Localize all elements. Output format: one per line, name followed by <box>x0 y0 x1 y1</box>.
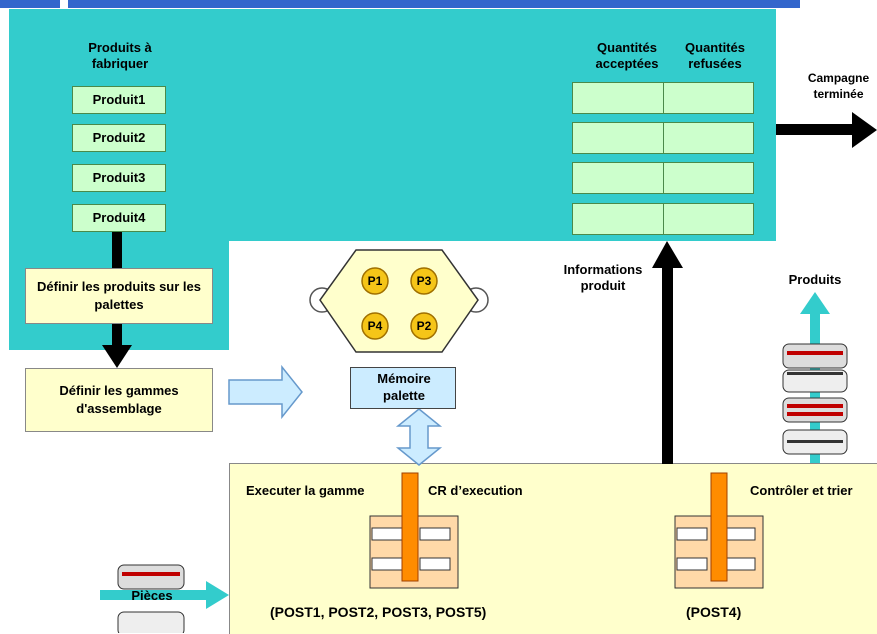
slot-p3-label: P3 <box>416 274 432 288</box>
gammes-to-memoire-arrow <box>228 364 303 420</box>
produit-1: Produit1 <box>72 86 166 114</box>
palette-slot-p3 <box>410 267 438 295</box>
campagne-arrowhead <box>852 112 877 148</box>
execution-zone <box>229 463 877 634</box>
pallet-stack <box>782 343 848 455</box>
definir-produits-label: Définir les produits sur les palettes <box>37 279 201 312</box>
produits-arrowhead <box>800 292 830 314</box>
informations-produit-label: Informations produit <box>563 262 643 293</box>
qty-accepted-3 <box>572 162 664 194</box>
pieces-label: Pièces <box>131 588 173 603</box>
cr-execution-label: CR d’execution <box>428 483 523 498</box>
posts-right-label: (POST4) <box>686 604 742 620</box>
campagne-arrow-shaft <box>776 124 858 135</box>
flow-line-gammes <box>112 324 122 348</box>
flow-arrowhead-gammes <box>102 345 132 368</box>
top-bar <box>0 0 60 8</box>
controler-label: Contrôler et trier <box>750 483 853 498</box>
definir-gammes-label: Définir les gammes d'assemblage <box>59 383 179 416</box>
pieces-arrowhead <box>206 581 229 609</box>
qty-accepted-2 <box>572 122 664 154</box>
pieces-pallets <box>117 564 185 633</box>
memoire-execution-double-arrow <box>395 408 443 466</box>
station-left <box>369 472 459 589</box>
produits-out-label: Produits <box>788 272 842 287</box>
produit-2: Produit2 <box>72 124 166 152</box>
qty-refused-2 <box>663 122 754 154</box>
qty-accepted-1 <box>572 82 664 114</box>
posts-left-label: (POST1, POST2, POST3, POST5) <box>270 604 487 620</box>
qty-refused-1 <box>663 82 754 114</box>
slot-p2-label: P2 <box>416 319 432 333</box>
info-arrowhead <box>652 241 683 268</box>
pieces-arrow-shaft <box>100 590 210 600</box>
slot-p1-label: P1 <box>367 274 383 288</box>
palette-hexagon <box>319 249 479 353</box>
executer-label: Executer la gamme <box>246 483 365 498</box>
definir-gammes-box: Définir les gammes d'assemblage <box>25 368 213 432</box>
info-arrow-shaft <box>662 262 673 464</box>
qty-refused-4 <box>663 203 754 235</box>
slot-p4-label: P4 <box>367 319 383 333</box>
palette-slot-p2 <box>410 312 438 340</box>
campagne-label: Campagne terminée <box>807 71 870 101</box>
produit-3: Produit3 <box>72 164 166 192</box>
station-right <box>674 472 764 589</box>
memoire-palette-label: Mémoire palette <box>377 371 431 403</box>
produit-4: Produit4 <box>72 204 166 232</box>
top-bar-right <box>68 0 800 8</box>
col-accepted-header: Quantités acceptées <box>595 40 659 71</box>
definir-produits-box: Définir les produits sur les palettes <box>25 268 213 324</box>
palette-slot-p1 <box>361 267 389 295</box>
produits-title: Produits à fabriquer <box>88 40 152 71</box>
palette-slot-p4 <box>361 312 389 340</box>
memoire-palette-box <box>350 367 456 409</box>
qty-refused-3 <box>663 162 754 194</box>
flow-line-produits <box>112 232 122 268</box>
col-refused-header: Quantités refusées <box>685 40 745 71</box>
